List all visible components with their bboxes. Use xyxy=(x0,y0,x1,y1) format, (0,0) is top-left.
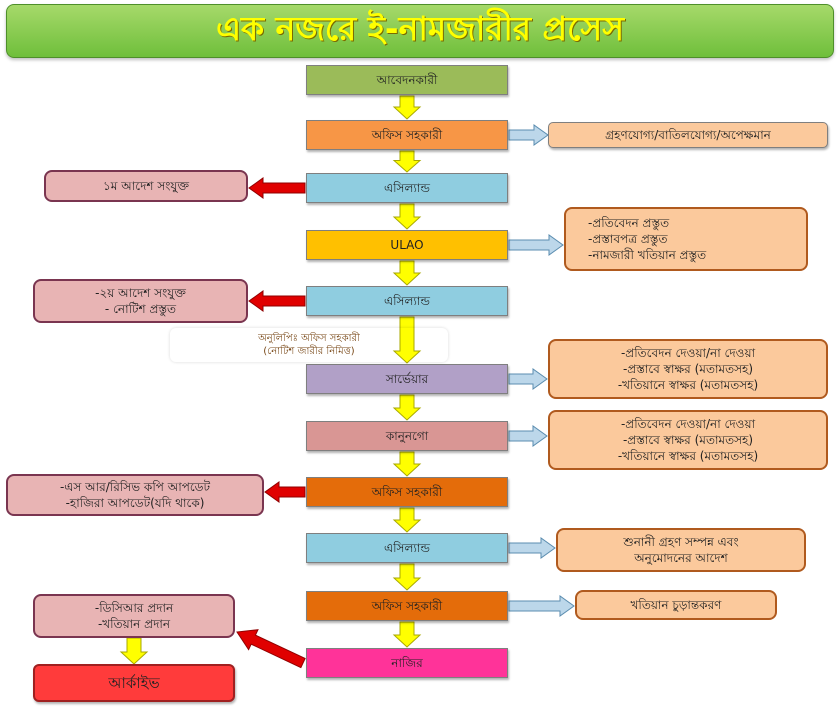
step-label: নাজির xyxy=(391,655,423,670)
copy-note-line-1: অনুলিপিঃ অফিস সহকারী xyxy=(258,332,360,344)
surveyor-task-2: -প্রস্তাবে স্বাক্ষর (মতামতসহ) xyxy=(622,361,754,376)
down-arrow-icon xyxy=(392,563,422,591)
archive-box: আর্কাইভ xyxy=(33,664,235,702)
first-order-text: ১ম আদেশ সংযুক্ত xyxy=(103,178,189,193)
step-office-assistant-3: অফিস সহকারী xyxy=(306,591,508,621)
dcr-khatian-box: -ডিসিআর প্রদান -খতিয়ান প্রদান xyxy=(33,594,235,638)
step-ac-land-3: এসিল্যান্ড xyxy=(306,533,508,563)
step-label: অফিস সহকারী xyxy=(371,598,443,613)
step-office-assistant-2: অফিস সহকারী xyxy=(306,477,508,507)
left-arrow-icon xyxy=(248,177,306,199)
down-arrow-icon xyxy=(392,451,422,477)
step-kanungo: কানুনগো xyxy=(306,421,508,451)
khatian-finalize-box: খতিয়ান চুড়ান্তকরণ xyxy=(575,590,777,620)
kanungo-task-1: -প্রতিবেদন দেওয়া/না দেওয়া xyxy=(620,416,756,431)
step-label: অফিস সহকারী xyxy=(371,484,443,499)
title-banner: এক নজরে ই-নামজারীর প্রসেস xyxy=(6,4,834,58)
right-arrow-icon xyxy=(508,425,548,447)
step-applicant: আবেদনকারী xyxy=(306,65,508,95)
step-label: আবেদনকারী xyxy=(376,72,438,87)
copy-note-line-2: (নোটিশ জারীর নিমিত্ত) xyxy=(263,346,355,357)
kanungo-task-3: -খতিয়ানে স্বাক্ষর (মতামতসহ) xyxy=(617,449,759,464)
down-arrow-icon xyxy=(392,260,422,286)
right-arrow-icon xyxy=(508,124,549,146)
hearing-approval-box: শুনানী গ্রহণ সম্পন্ন এবং অনুমোদনের আদেশ xyxy=(556,528,806,572)
hearing-line-1: শুনানী গ্রহণ সম্পন্ন এবং xyxy=(623,534,739,549)
ulao-tasks-box: -প্রতিবেদন প্রস্তুত -প্রস্তাবপত্র প্রস্ত… xyxy=(564,207,808,271)
step-office-assistant-1: অফিস সহকারী xyxy=(306,120,508,150)
dcr-line-1: -ডিসিআর প্রদান xyxy=(94,600,174,615)
step-nazir: নাজির xyxy=(306,648,508,678)
first-order-box: ১ম আদেশ সংযুক্ত xyxy=(44,170,248,202)
surveyor-tasks-box: -প্রতিবেদন দেওয়া/না দেওয়া -প্রস্তাবে স… xyxy=(548,339,828,399)
step-label: এসিল্যান্ড xyxy=(384,180,430,195)
kanungo-tasks-box: -প্রতিবেদন দেওয়া/না দেওয়া -প্রস্তাবে স… xyxy=(548,410,828,470)
record-update-line-2: -হাজিরা আপডেট(যদি থাকে) xyxy=(65,496,205,510)
ulao-task-2: -প্রস্তাবপত্র প্রস্তুত xyxy=(588,231,668,246)
surveyor-task-1: -প্রতিবেদন দেওয়া/না দেওয়া xyxy=(620,345,756,360)
status-options-text: গ্রহণযোগ্য/বাতিলযোগ্য/অপেক্ষমান xyxy=(605,127,771,142)
dcr-line-2: -খতিয়ান প্রদান xyxy=(97,617,171,631)
down-arrow-icon xyxy=(392,621,422,648)
down-arrow-icon xyxy=(392,150,422,173)
hearing-line-2: অনুমোদনের আদেশ xyxy=(634,551,728,565)
right-arrow-icon xyxy=(508,537,556,559)
diagonal-arrow-icon xyxy=(236,629,306,669)
left-arrow-icon xyxy=(264,481,306,503)
right-arrow-icon xyxy=(508,368,548,390)
second-order-line-2: - নোটিশ প্রস্তুত xyxy=(104,302,177,316)
khatian-finalize-text: খতিয়ান চুড়ান্তকরণ xyxy=(630,597,722,612)
ulao-task-1: -প্রতিবেদন প্রস্তুত xyxy=(588,215,670,230)
second-order-line-1: -২য় আদেশ সংযুক্ত xyxy=(95,285,186,300)
page-title: এক নজরে ই-নামজারীর প্রসেস xyxy=(215,9,625,48)
down-arrow-icon xyxy=(119,637,149,665)
right-arrow-icon xyxy=(508,234,564,256)
record-update-box: -এস আর/রিসিভ কপি আপডেট -হাজিরা আপডেট(যদি… xyxy=(6,474,264,516)
step-label: ULAO xyxy=(390,237,424,252)
step-ac-land-2: এসিল্যান্ড xyxy=(306,286,508,316)
step-label: অফিস সহকারী xyxy=(371,127,443,142)
record-update-line-1: -এস আর/রিসিভ কপি আপডেট xyxy=(59,479,211,494)
step-label: এসিল্যান্ড xyxy=(384,540,430,555)
archive-label: আর্কাইভ xyxy=(108,673,160,692)
left-arrow-icon xyxy=(248,290,306,312)
surveyor-task-3: -খতিয়ানে স্বাক্ষর (মতামতসহ) xyxy=(617,378,759,393)
step-label: সার্ভেয়ার xyxy=(385,371,429,386)
down-arrow-icon xyxy=(392,203,422,230)
copy-note: অনুলিপিঃ অফিস সহকারী (নোটিশ জারীর নিমিত্… xyxy=(170,328,448,362)
status-options-box: গ্রহণযোগ্য/বাতিলযোগ্য/অপেক্ষমান xyxy=(548,122,828,148)
kanungo-task-2: -প্রস্তাবে স্বাক্ষর (মতামতসহ) xyxy=(622,432,754,447)
second-order-box: -২য় আদেশ সংযুক্ত - নোটিশ প্রস্তুত xyxy=(33,279,248,323)
step-ulao: ULAO xyxy=(306,230,508,260)
step-label: কানুনগো xyxy=(385,428,429,443)
down-arrow-icon xyxy=(392,507,422,533)
down-arrow-icon xyxy=(392,95,422,120)
down-arrow-icon xyxy=(392,394,422,421)
step-ac-land-1: এসিল্যান্ড xyxy=(306,173,508,203)
down-arrow-icon xyxy=(392,316,422,364)
right-arrow-icon xyxy=(508,595,575,617)
ulao-task-3: -নামজারী খতিয়ান প্রস্তুত xyxy=(588,248,707,263)
step-surveyor: সার্ভেয়ার xyxy=(306,364,508,394)
step-label: এসিল্যান্ড xyxy=(384,293,430,308)
